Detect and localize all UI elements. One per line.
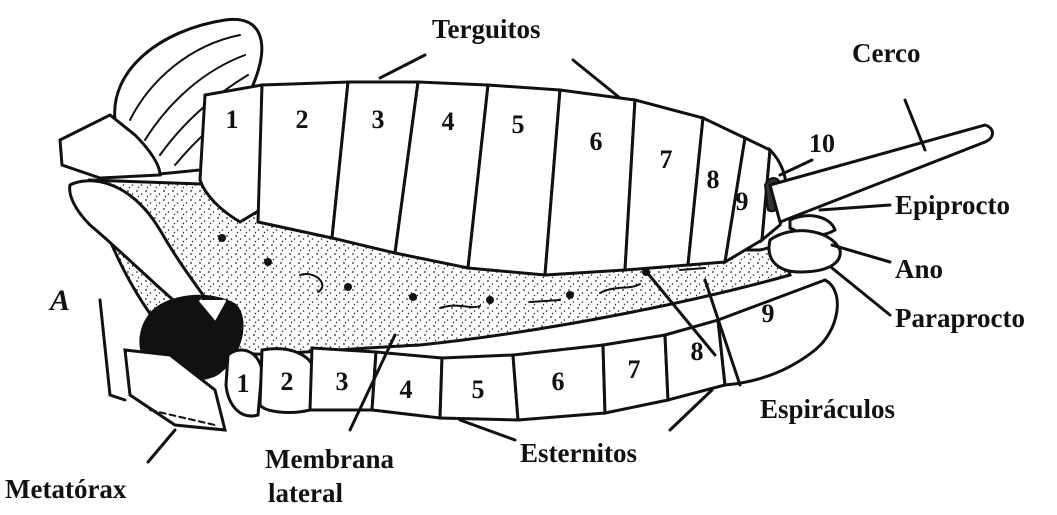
sternite-number: 5 <box>472 375 485 404</box>
tergite-number: 6 <box>590 127 603 156</box>
tergite-number: 1 <box>226 105 239 134</box>
label-ano: Ano <box>895 254 943 284</box>
sternite-number: 8 <box>691 337 704 366</box>
sternite-number: 7 <box>628 355 641 384</box>
label-cerco: Cerco <box>852 38 920 68</box>
sternite-number: 3 <box>336 367 349 396</box>
sternite-number: 6 <box>552 367 565 396</box>
label-esternitos: Esternitos <box>520 438 637 468</box>
label-epiprocto: Epiprocto <box>895 190 1010 220</box>
tergite-number: 5 <box>512 110 525 139</box>
label-terguitos: Terguitos <box>432 14 541 44</box>
panel-label: A <box>48 284 70 317</box>
sternite-number: 4 <box>400 375 413 404</box>
paraproct <box>769 231 840 272</box>
label-paraprocto: Paraprocto <box>895 303 1025 333</box>
sternite-number: 2 <box>281 367 294 396</box>
tergite-number: 9 <box>736 187 749 216</box>
tergite-number: 7 <box>660 145 673 174</box>
tergite-number: 2 <box>296 105 309 134</box>
sternite-number: 9 <box>762 299 775 328</box>
tergite-number: 10 <box>809 129 835 158</box>
tergite-number: 8 <box>707 165 720 194</box>
tergite-number: 4 <box>442 107 455 136</box>
label-lateral: lateral <box>268 478 343 508</box>
label-membrana: Membrana <box>265 444 394 474</box>
tergite-number: 3 <box>372 105 385 134</box>
label-espiraculos: Espiráculos <box>760 394 895 424</box>
label-metatorax: Metatórax <box>5 474 127 504</box>
sternite-number: 1 <box>237 369 250 398</box>
